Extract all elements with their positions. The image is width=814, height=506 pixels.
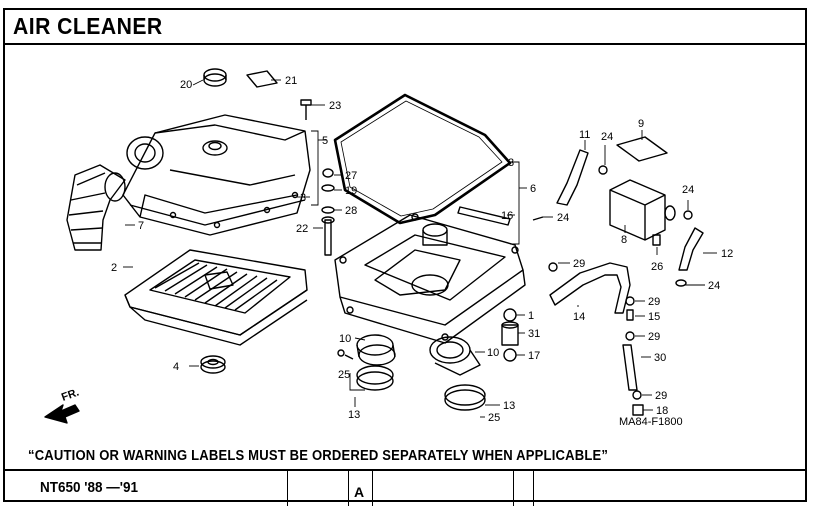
- callout-29-c: 29: [648, 331, 660, 343]
- callout-24-d: 24: [708, 280, 720, 292]
- callout-25-b: 25: [488, 412, 500, 424]
- callout-24-a: 24: [557, 212, 569, 224]
- callout-31: 31: [528, 328, 540, 340]
- callout-10-b: 10: [487, 347, 499, 359]
- callout-15: 15: [648, 311, 660, 323]
- table-divider: [287, 471, 288, 506]
- callout-23: 23: [329, 100, 341, 112]
- callout-1: 1: [528, 310, 534, 322]
- table-divider: [348, 471, 349, 506]
- table-divider: [372, 471, 373, 506]
- footer-divider: [3, 469, 807, 471]
- callout-20: 20: [180, 79, 192, 91]
- callout-24-c: 24: [682, 184, 694, 196]
- callout-11: 11: [579, 129, 590, 141]
- callout-6: 6: [530, 183, 536, 195]
- callout-3-cover: 3: [300, 192, 306, 204]
- frame: [3, 8, 807, 502]
- table-divider: [513, 471, 514, 506]
- callout-7: 7: [138, 220, 144, 232]
- label-21: [246, 70, 278, 88]
- title-divider: [3, 43, 807, 45]
- callout-12: 12: [721, 248, 733, 260]
- callout-17: 17: [528, 350, 540, 362]
- air-cleaner-element: [124, 249, 308, 346]
- callout-13-a: 13: [348, 409, 360, 421]
- callout-21: 21: [285, 75, 297, 87]
- page-title: AIR CLEANER: [13, 13, 163, 39]
- callout-30: 30: [654, 352, 666, 364]
- caution-note: “CAUTION OR WARNING LABELS MUST BE ORDER…: [28, 448, 609, 464]
- callout-29-b: 29: [648, 296, 660, 308]
- callout-5: 5: [322, 135, 328, 147]
- callout-28: 28: [345, 205, 357, 217]
- callout-29-a: 29: [573, 258, 585, 270]
- callout-27: 27: [345, 170, 357, 182]
- callout-19: 19: [345, 185, 357, 197]
- model-range: NT650 '88 —'91: [40, 479, 138, 496]
- figure-code: MA84-F1800: [619, 416, 683, 428]
- air-cleaner-cover: [122, 114, 311, 236]
- callout-3-gasket: 3: [508, 157, 514, 169]
- callout-24-b: 24: [601, 131, 613, 143]
- callout-25-a: 25: [338, 369, 350, 381]
- callout-10-a: 10: [339, 333, 351, 345]
- front-marker: FR.: [60, 386, 81, 403]
- intake-duct: [66, 164, 126, 251]
- callout-2: 2: [111, 262, 117, 274]
- callout-14: 14: [573, 311, 585, 323]
- exploded-parts-diagram: 20 21 23 5 3 27 19 28 22 7 2 4 3 6 16 24…: [44, 68, 733, 428]
- callout-4: 4: [173, 361, 179, 373]
- callout-29-d: 29: [655, 390, 667, 402]
- callout-18: 18: [656, 405, 668, 417]
- callout-16: 16: [501, 210, 513, 222]
- callout-8: 8: [621, 234, 627, 246]
- callout-22: 22: [296, 223, 308, 235]
- lower-case: [334, 213, 526, 344]
- table-divider: [533, 471, 534, 506]
- column-letter: A: [354, 484, 365, 500]
- callout-13-b: 13: [503, 400, 515, 412]
- callout-26: 26: [651, 261, 663, 273]
- callout-9: 9: [638, 118, 644, 130]
- connecting-tubes: [337, 334, 486, 411]
